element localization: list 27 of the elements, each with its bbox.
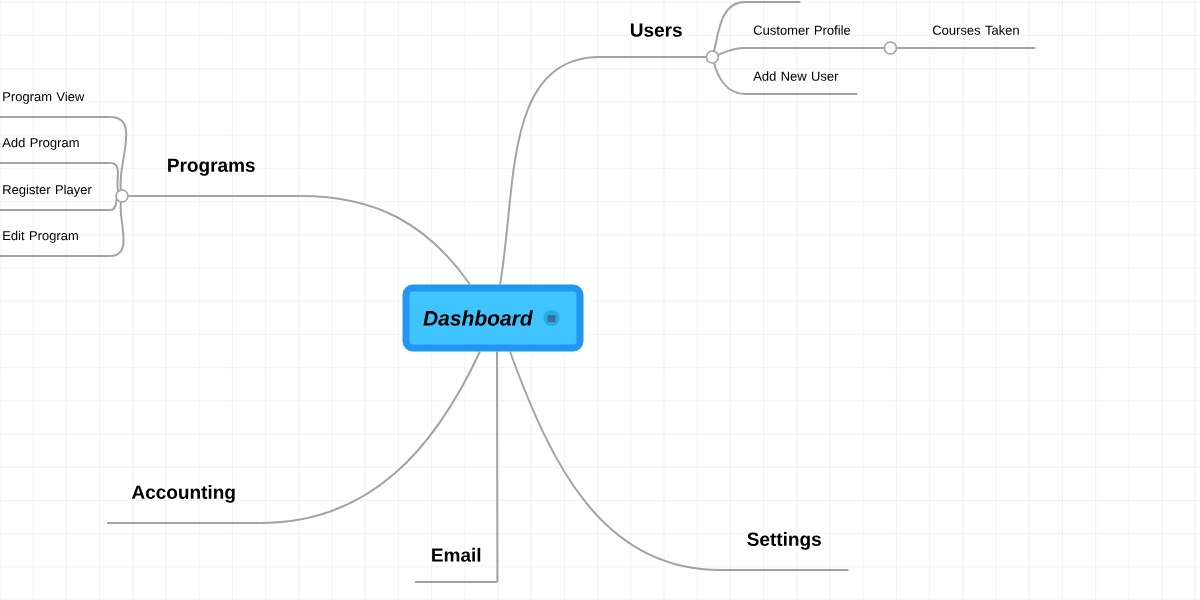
subtopic-label: Courses Taken [919, 25, 1037, 49]
subtopic-label: Add Program [0, 137, 112, 164]
connector-line [109, 198, 118, 211]
connector-line [717, 47, 746, 56]
connector-line [109, 162, 120, 193]
subtopic-label: Edit Program [0, 230, 112, 257]
topic-label: Email [414, 547, 499, 583]
connector-line [509, 350, 721, 571]
connector-line [895, 47, 921, 49]
blank-topic-line [744, 1, 802, 3]
topic-label: Accounting [106, 485, 262, 524]
connector-line [499, 56, 601, 286]
subtopic-label: Customer Profile [744, 25, 898, 55]
topic-label: Programs [115, 158, 302, 203]
subtopic-label: Register Player [0, 184, 112, 211]
connector-line [299, 195, 471, 286]
connector-line [109, 200, 125, 257]
topic-label: Users [599, 23, 720, 64]
connector-line [259, 350, 481, 524]
connector-line [712, 1, 746, 53]
topic-label: Settings [719, 532, 850, 571]
connector-line [109, 116, 128, 192]
subtopic-label: Program View [0, 91, 112, 118]
root-topic-box: Dashboard [402, 284, 584, 352]
subtopic-label: Add New User [744, 71, 859, 95]
connector-line [712, 61, 746, 95]
connector-line [496, 350, 499, 583]
